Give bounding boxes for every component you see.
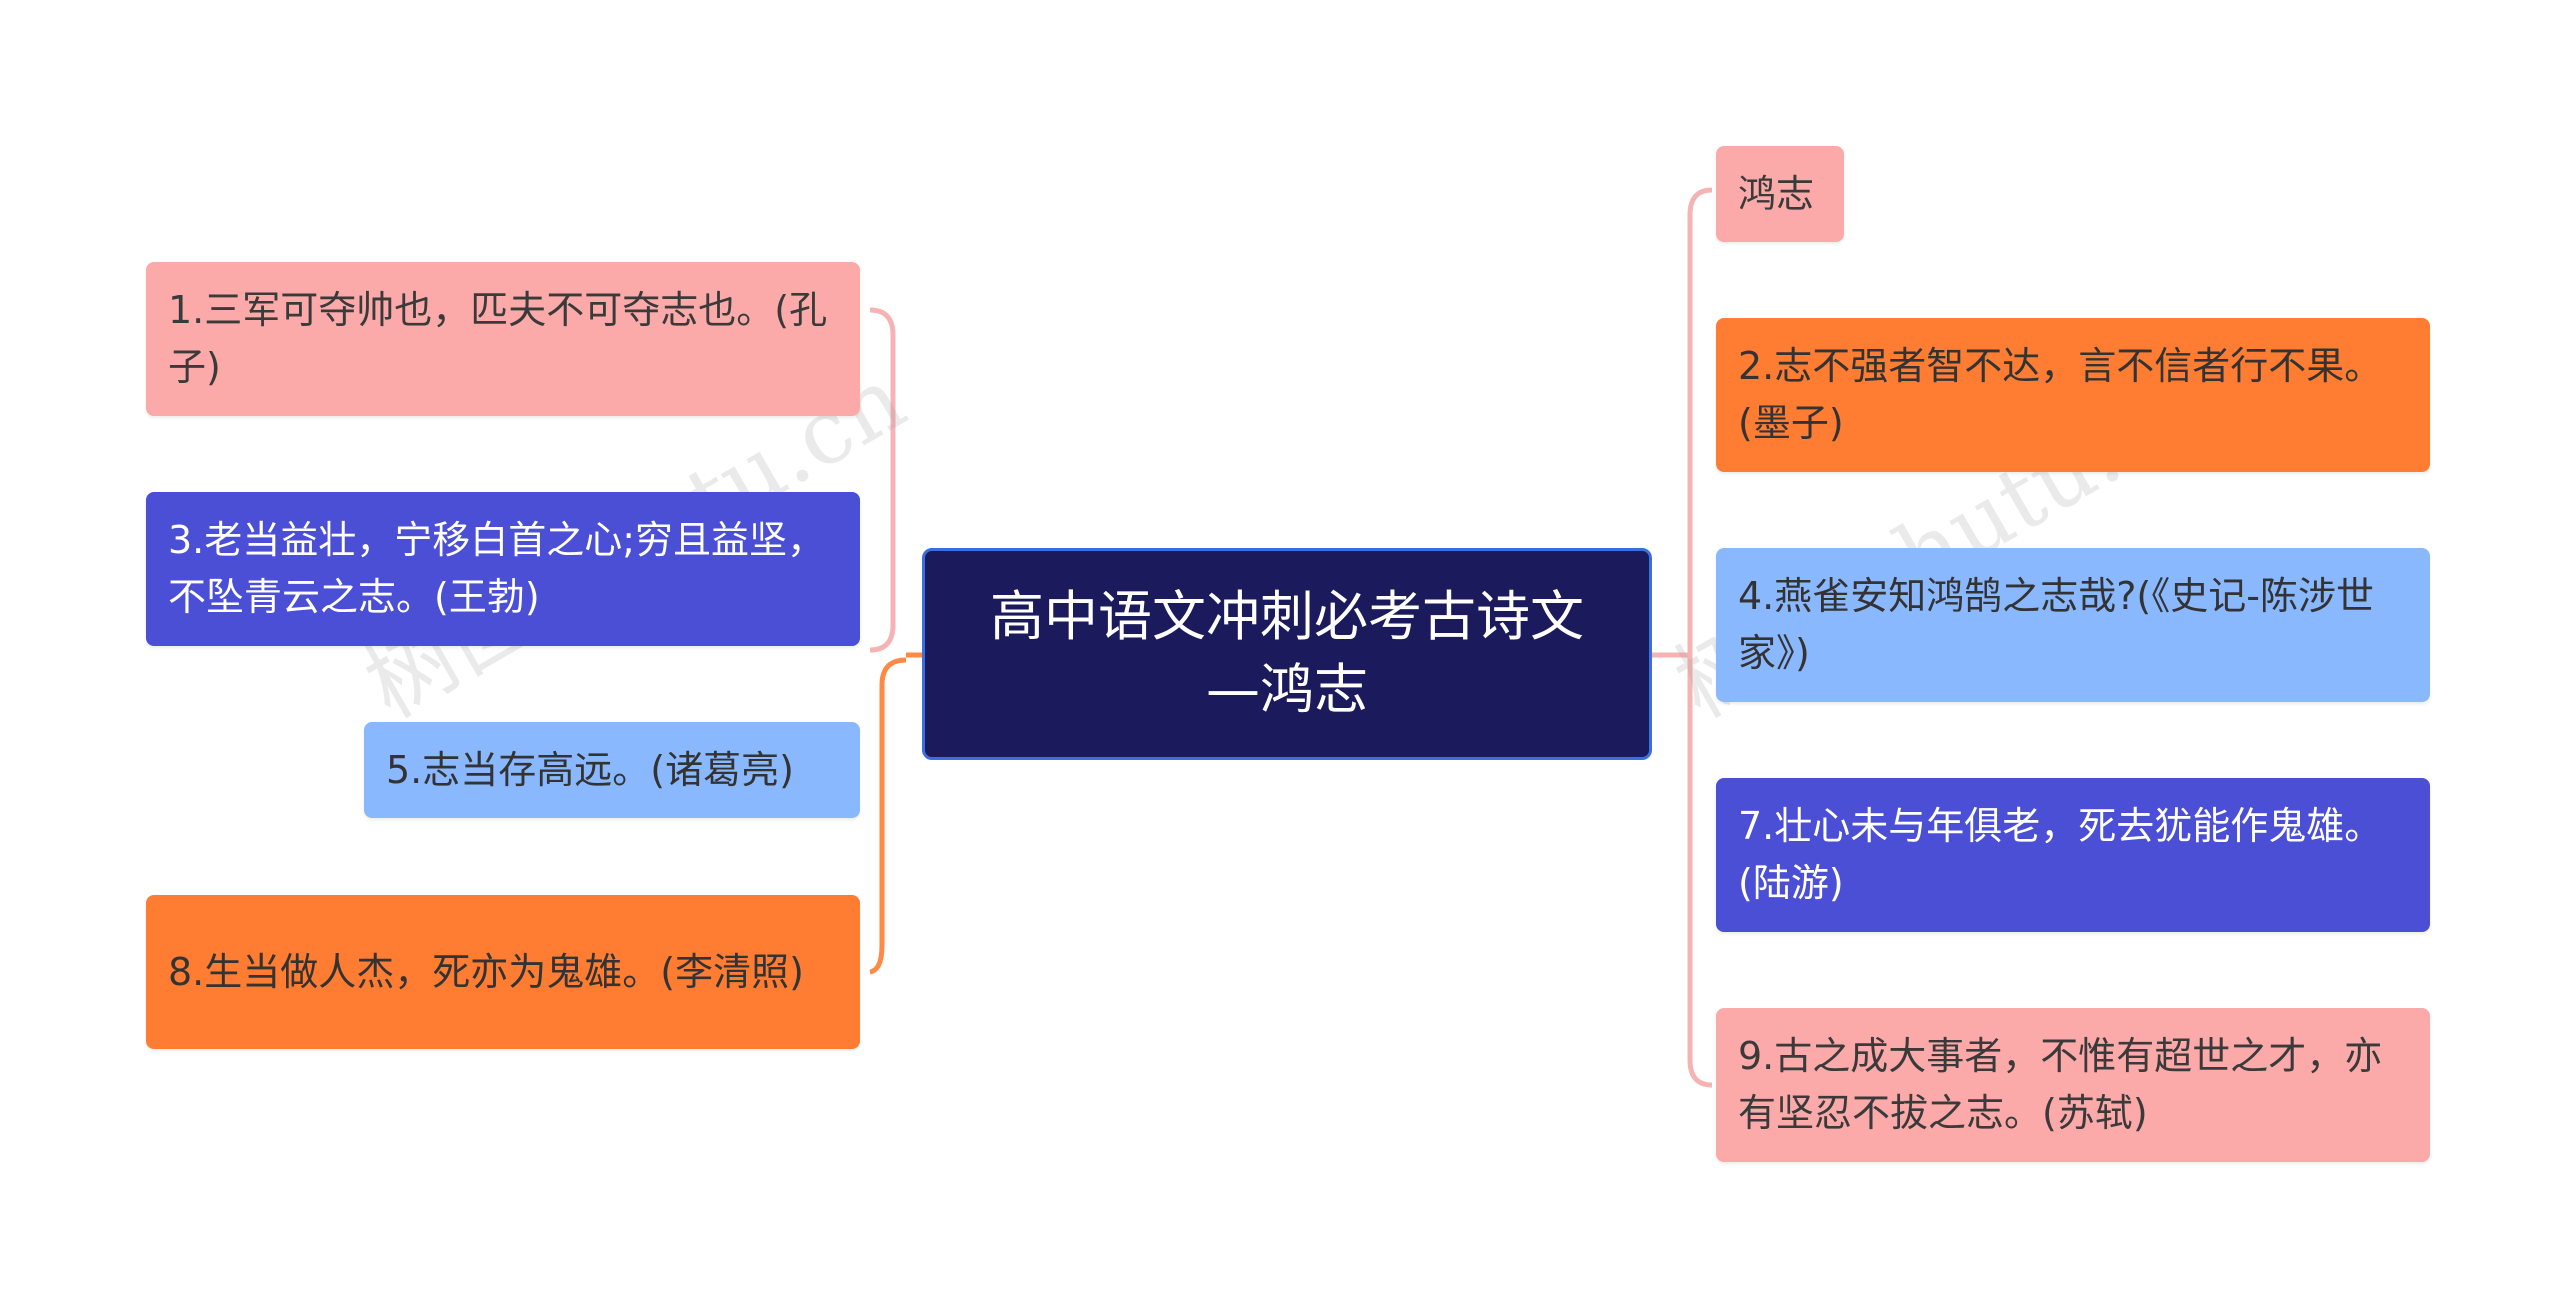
right-node-9-text: 9.古之成大事者，不惟有超世之才，亦有坚忍不拔之志。(苏轼)	[1738, 1034, 2383, 1135]
left-node-3-text: 3.老当益壮，宁移白首之心;穷且益坚，不坠青云之志。(王勃)	[168, 518, 826, 619]
left-node-8[interactable]: 8.生当做人杰，死亦为鬼雄。(李清照)	[146, 895, 860, 1049]
left-node-5[interactable]: 5.志当存高远。(诸葛亮)	[364, 722, 860, 818]
right-node-7[interactable]: 7.壮心未与年俱老，死去犹能作鬼雄。(陆游)	[1716, 778, 2430, 932]
left-node-8-text: 8.生当做人杰，死亦为鬼雄。(李清照)	[168, 949, 804, 994]
connector-left-lower	[869, 657, 907, 975]
right-node-2-text: 2.志不强者智不达，言不信者行不果。(墨子)	[1738, 344, 2383, 445]
right-node-7-text: 7.壮心未与年俱老，死去犹能作鬼雄。(陆游)	[1738, 804, 2383, 905]
left-node-1-text: 1.三军可夺帅也，匹夫不可夺志也。(孔子)	[168, 288, 828, 389]
right-node-4-text: 4.燕雀安知鸿鹄之志哉?(《史记-陈涉世家》)	[1738, 574, 2374, 675]
right-node-hongzhi-text: 鸿志	[1738, 171, 1815, 216]
left-node-1[interactable]: 1.三军可夺帅也，匹夫不可夺志也。(孔子)	[146, 262, 860, 416]
center-topic-label: 高中语文冲刺必考古诗文—鸿志	[990, 585, 1584, 721]
center-topic[interactable]: 高中语文冲刺必考古诗文—鸿志	[922, 548, 1652, 760]
right-node-2[interactable]: 2.志不强者智不达，言不信者行不果。(墨子)	[1716, 318, 2430, 472]
connector-left-upper	[869, 307, 896, 653]
right-node-hongzhi[interactable]: 鸿志	[1716, 146, 1844, 242]
connector-right	[1687, 187, 1713, 1088]
left-node-3[interactable]: 3.老当益壮，宁移白首之心;穷且益坚，不坠青云之志。(王勃)	[146, 492, 860, 646]
right-node-4[interactable]: 4.燕雀安知鸿鹄之志哉?(《史记-陈涉世家》)	[1716, 548, 2430, 702]
right-node-9[interactable]: 9.古之成大事者，不惟有超世之才，亦有坚忍不拔之志。(苏轼)	[1716, 1008, 2430, 1162]
left-node-5-text: 5.志当存高远。(诸葛亮)	[386, 747, 794, 792]
